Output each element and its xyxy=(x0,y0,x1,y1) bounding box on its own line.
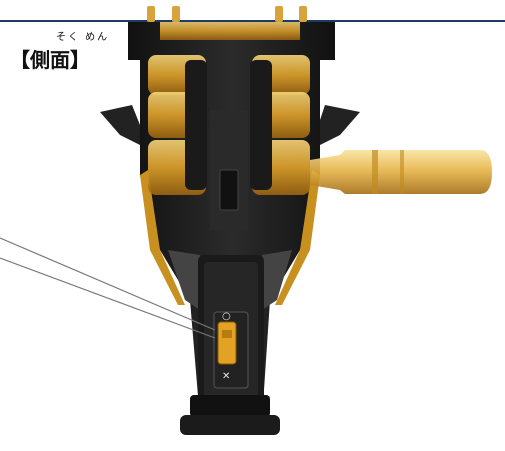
right-fingers xyxy=(250,55,310,195)
left-textured-panel xyxy=(168,250,200,310)
switch-mark-off: ✕ xyxy=(222,371,230,382)
left-wing xyxy=(100,105,150,150)
right-wing xyxy=(310,105,360,150)
right-textured-panel xyxy=(262,250,292,310)
foot xyxy=(190,395,270,417)
foot-base xyxy=(180,415,280,435)
right-gold-edge xyxy=(275,170,320,305)
left-fingers xyxy=(148,55,207,195)
leader-lines xyxy=(0,237,216,339)
center-slot xyxy=(219,169,239,211)
switch-mark-on: ○ xyxy=(222,311,231,322)
top-pins xyxy=(147,6,307,22)
section-label: 【側面】 xyxy=(10,48,90,72)
right-handle xyxy=(310,150,492,194)
top-plate xyxy=(160,22,300,40)
slide-switch-knob xyxy=(222,330,232,338)
top-rule xyxy=(0,20,505,22)
slide-switch[interactable] xyxy=(217,321,237,365)
section-label-ruby: そく めん xyxy=(56,32,110,43)
left-gold-edge xyxy=(140,170,185,305)
